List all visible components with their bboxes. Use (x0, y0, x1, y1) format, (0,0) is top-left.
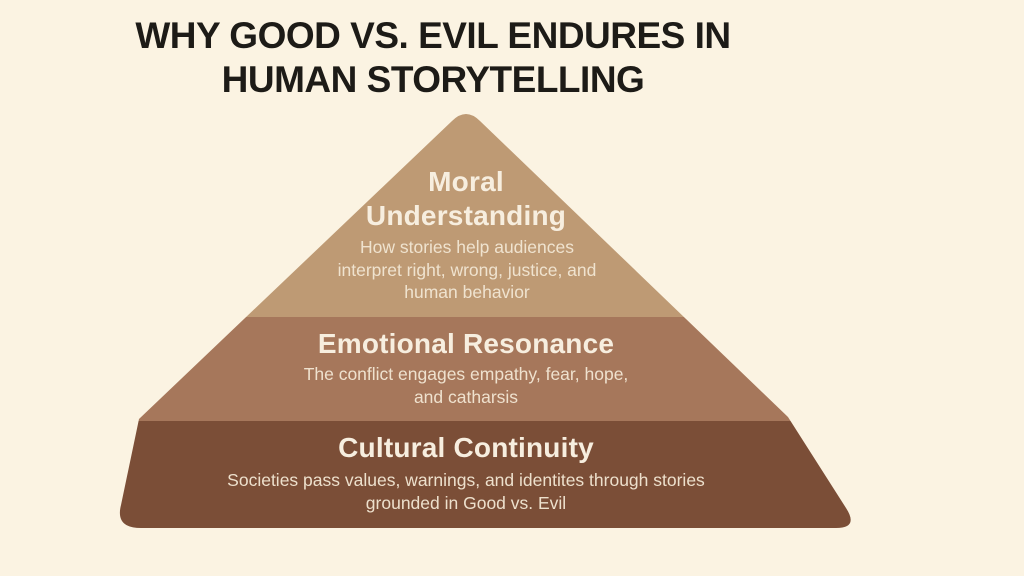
tier-3-description: Societies pass values, warnings, and ide… (227, 470, 705, 513)
tier-2-description: The conflict engages empathy, fear, hope… (303, 364, 629, 407)
tier-3-heading: Cultural Continuity (338, 432, 594, 463)
page-title-line-1: WHY GOOD VS. EVIL ENDURES IN (135, 15, 731, 56)
page-title-line-2: HUMAN STORYTELLING (221, 59, 645, 100)
tier-1-heading: Moral Understanding (365, 166, 567, 231)
pyramid-tier-bottom-band (119, 421, 851, 528)
page-title: WHY GOOD VS. EVIL ENDURES IN HUMAN STORY… (63, 14, 803, 102)
tier-1-description: How stories help audiences interpret rig… (337, 237, 597, 302)
tier-2-heading: Emotional Resonance (317, 328, 615, 359)
